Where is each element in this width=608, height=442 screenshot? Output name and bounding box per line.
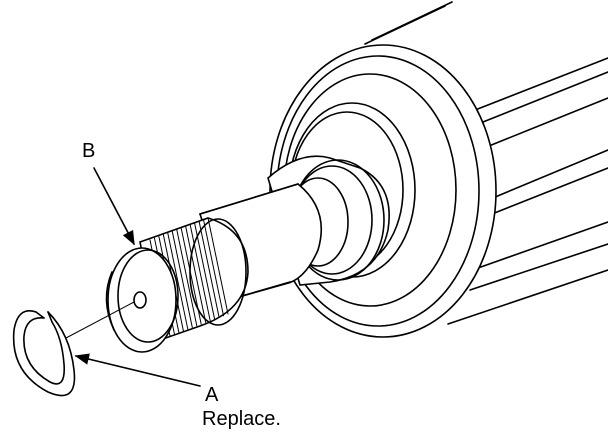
spline-ridge (207, 217, 229, 315)
spline-ridge (185, 226, 207, 323)
callout-label-b: B (82, 140, 96, 162)
snap-ring (12, 310, 76, 397)
spline-ridge (198, 220, 220, 318)
spline-ridge (176, 229, 198, 327)
spline-ridge (194, 222, 216, 320)
callout-note-a: Replace. (202, 408, 281, 430)
callout-label-a: A (205, 384, 219, 406)
center-axis-line (65, 301, 135, 339)
spline-ridge (167, 232, 189, 330)
leader-arrow-b (93, 167, 135, 246)
housing-body (364, 1, 608, 325)
leader-arrow-a (74, 353, 201, 387)
shaft-end (105, 247, 179, 353)
spline-ridge (203, 219, 224, 317)
spline-ridge (171, 231, 193, 328)
spline-ridge (189, 224, 211, 322)
center-hole (133, 291, 147, 309)
